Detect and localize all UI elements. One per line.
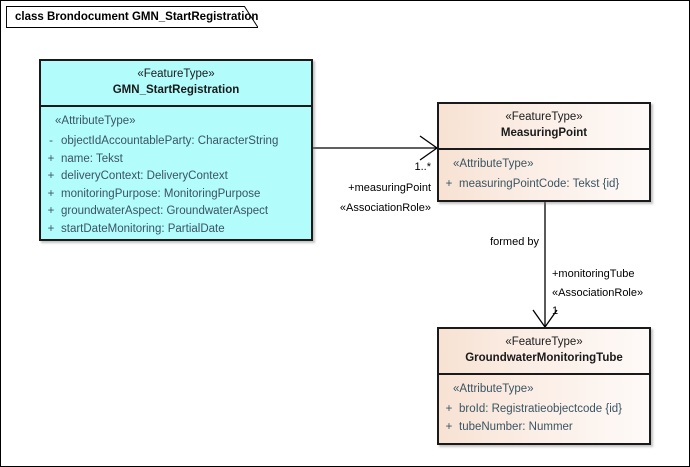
diagram-title-text: class Brondocument GMN_StartRegistration	[15, 11, 259, 23]
attribute-row: + broId: Registratieobjectcode {id}	[439, 401, 649, 419]
attribute-group-label: «AttributeType»	[453, 383, 534, 395]
attribute-text: startDateMonitoring: PartialDate	[61, 222, 225, 235]
association-role-stereotype-monitoringtube: «AssociationRole»	[552, 287, 644, 299]
class-stereotype: «FeatureType»	[505, 336, 583, 348]
attribute-visibility: +	[47, 205, 55, 217]
attribute-text: name: Tekst	[61, 152, 123, 165]
attribute-text: broId: Registratieobjectcode {id}	[459, 403, 623, 415]
attribute-text: monitoringPurpose: MonitoringPurpose	[61, 187, 261, 200]
attribute-visibility: +	[445, 420, 453, 433]
class-header-measuringpoint: «FeatureType» MeasuringPoint	[439, 104, 649, 150]
association-multiplicity-measuringpoint: 1..*	[414, 161, 431, 173]
class-name: MeasuringPoint	[500, 127, 588, 139]
attribute-row: + monitoringPurpose: MonitoringPurpose	[41, 186, 311, 204]
attribute-row: - objectIdAccountableParty: CharacterStr…	[41, 133, 311, 151]
class-name: GMN_StartRegistration	[112, 84, 240, 96]
attribute-visibility: +	[445, 178, 453, 190]
diagram-title-tab: class Brondocument GMN_StartRegistration	[6, 6, 259, 28]
attribute-visibility: -	[49, 135, 53, 147]
attribute-row: + deliveryContext: DeliveryContext	[41, 168, 311, 186]
association-role-stereotype-measuringpoint: «AssociationRole»	[339, 202, 431, 214]
diagram-title-tab-shape	[6, 6, 259, 28]
association-role-monitoringtube: +monitoringTube	[552, 268, 635, 280]
attribute-visibility: +	[47, 152, 55, 165]
attribute-text: deliveryContext: DeliveryContext	[61, 170, 228, 182]
attribute-group-label: «AttributeType»	[453, 158, 534, 170]
class-header-groundwatermonitoringtube: «FeatureType» GroundwaterMonitoringTube	[439, 329, 649, 375]
attribute-row: + startDateMonitoring: PartialDate	[41, 221, 311, 239]
attribute-row: + name: Tekst	[41, 151, 311, 169]
class-box-measuringpoint[interactable]: «FeatureType» MeasuringPoint «AttributeT…	[437, 102, 651, 202]
association-arrowhead-measuringpoint	[419, 135, 439, 161]
attribute-visibility: +	[47, 170, 55, 182]
attribute-text: objectIdAccountableParty: CharacterStrin…	[61, 135, 279, 147]
class-box-gmn-startregistration[interactable]: «FeatureType» GMN_StartRegistration «Att…	[39, 59, 313, 241]
attribute-visibility: +	[47, 222, 55, 235]
attribute-row: + tubeNumber: Nummer	[439, 419, 649, 437]
attribute-group-label: «AttributeType»	[55, 115, 136, 127]
association-multiplicity-monitoringtube: 1	[552, 305, 559, 317]
class-attributes-gmn-startregistration: «AttributeType» - objectIdAccountablePar…	[41, 107, 311, 239]
attribute-visibility: +	[47, 187, 55, 200]
class-name: GroundwaterMonitoringTube	[465, 352, 623, 364]
attribute-text: measuringPointCode: Tekst {id}	[459, 178, 620, 190]
attribute-row: + groundwaterAspect: GroundwaterAspect	[41, 203, 311, 221]
class-header-gmn-startregistration: «FeatureType» GMN_StartRegistration	[41, 61, 311, 107]
attribute-visibility: +	[445, 403, 453, 415]
class-attributes-groundwatermonitoringtube: «AttributeType» + broId: Registratieobje…	[439, 375, 649, 443]
attribute-row: + measuringPointCode: Tekst {id}	[439, 176, 649, 194]
association-name-formed-by: formed by	[490, 236, 539, 248]
class-stereotype: «FeatureType»	[137, 68, 215, 80]
attribute-text: tubeNumber: Nummer	[459, 420, 573, 433]
class-stereotype: «FeatureType»	[505, 111, 583, 123]
class-attributes-measuringpoint: «AttributeType» + measuringPointCode: Te…	[439, 150, 649, 200]
attribute-text: groundwaterAspect: GroundwaterAspect	[61, 205, 269, 217]
association-role-measuringpoint: +measuringPoint	[348, 182, 431, 194]
class-box-groundwatermonitoringtube[interactable]: «FeatureType» GroundwaterMonitoringTube …	[437, 327, 651, 445]
